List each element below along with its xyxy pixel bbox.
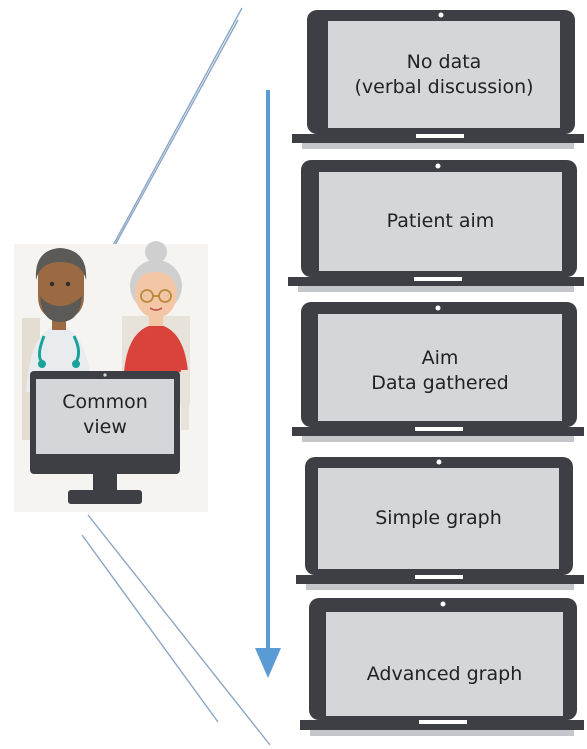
laptop-1-label-line-1: No data xyxy=(406,50,482,73)
laptop-5-label: Advanced graph xyxy=(366,662,523,685)
common-view-monitor xyxy=(30,371,180,504)
guide-line-bottom-b xyxy=(81,534,219,723)
laptop-4-screen: Simple graph xyxy=(318,468,559,569)
guide-line-top-a xyxy=(103,7,243,263)
laptop-4-label: Simple graph xyxy=(375,507,502,530)
laptop-3-label-line-2: Data gathered xyxy=(371,371,509,394)
laptop-1-graphic xyxy=(292,10,584,149)
guide-line-top-b xyxy=(107,19,239,259)
laptop-stack xyxy=(288,10,584,736)
laptop-3-graphic xyxy=(292,302,584,442)
common-view-label-line-2: view xyxy=(83,416,127,438)
laptop-2-screen: Patient aim xyxy=(319,172,562,271)
perspective-lines xyxy=(81,7,271,746)
laptop-5-screen: Advanced graph xyxy=(326,612,563,736)
laptop-1-screen: No data (verbal discussion) xyxy=(328,21,560,128)
laptop-1-label-line-2: (verbal discussion) xyxy=(354,75,534,98)
laptop-2-graphic xyxy=(288,160,584,292)
common-view-label: Common view xyxy=(36,379,174,451)
progression-arrow xyxy=(255,90,281,678)
laptop-4-graphic xyxy=(296,457,584,590)
laptop-2-label: Patient aim xyxy=(386,210,495,233)
laptop-3-screen: Aim Data gathered xyxy=(318,314,562,427)
laptop-3-label-line-1: Aim xyxy=(421,346,459,369)
laptop-5-graphic xyxy=(300,598,584,736)
common-view-label-line-1: Common xyxy=(62,391,148,414)
consultation-illustration xyxy=(14,241,208,512)
guide-line-bottom-a xyxy=(87,514,271,746)
